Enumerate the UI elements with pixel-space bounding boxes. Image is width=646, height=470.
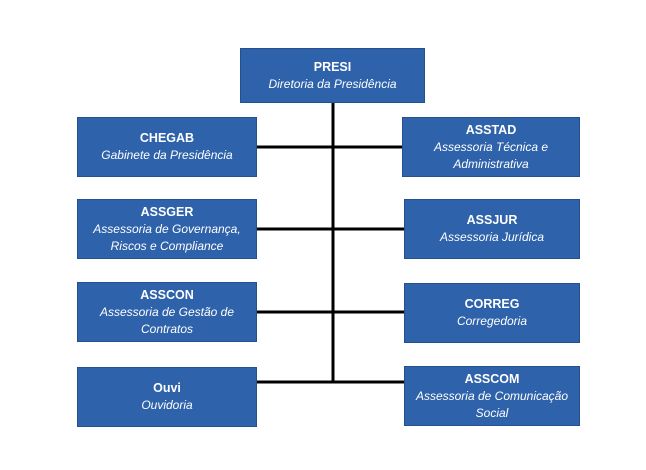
node-description: Assessoria de Comunicação Social [415, 388, 569, 420]
node-description: Ouvidoria [141, 398, 193, 412]
node-code: PRESI [313, 59, 352, 74]
node-description: Gabinete da Presidência [101, 148, 233, 162]
node-correg: CORREG Corregedoria [404, 283, 580, 343]
node-description: Assessoria de Governança, Riscos e Compl… [93, 221, 241, 253]
node-code: CHEGAB [139, 131, 195, 145]
node-code: Ouvi [153, 381, 181, 395]
node-code: ASSCON [140, 287, 194, 302]
node-ouvi: Ouvi Ouvidoria [77, 367, 257, 427]
node-description: Corregedoria [456, 314, 528, 328]
node-description: Assessoria Técnica e Administrativa [433, 139, 549, 171]
node-chegab: CHEGAB Gabinete da Presidência [77, 117, 257, 177]
node-asscon: ASSCON Assessoria de Gestão de Contratos [77, 282, 257, 342]
node-assger: ASSGER Assessoria de Governança, Riscos … [77, 199, 257, 259]
node-asstad: ASSTAD Assessoria Técnica e Administrati… [402, 117, 580, 177]
node-asscom: ASSCOM Assessoria de Comunicação Social [404, 366, 580, 426]
node-code: ASSTAD [465, 122, 517, 137]
node-description: Assessoria de Gestão de Contratos [99, 304, 235, 336]
node-code: ASSJUR [466, 213, 518, 227]
node-assjur: ASSJUR Assessoria Jurídica [404, 199, 580, 259]
node-code: ASSCOM [464, 371, 520, 386]
node-code: CORREG [464, 297, 520, 311]
node-code: ASSGER [140, 204, 194, 219]
node-description: Assessoria Jurídica [439, 230, 545, 244]
node-presi: PRESI Diretoria da Presidência [240, 48, 425, 103]
node-description: Diretoria da Presidência [268, 76, 397, 91]
